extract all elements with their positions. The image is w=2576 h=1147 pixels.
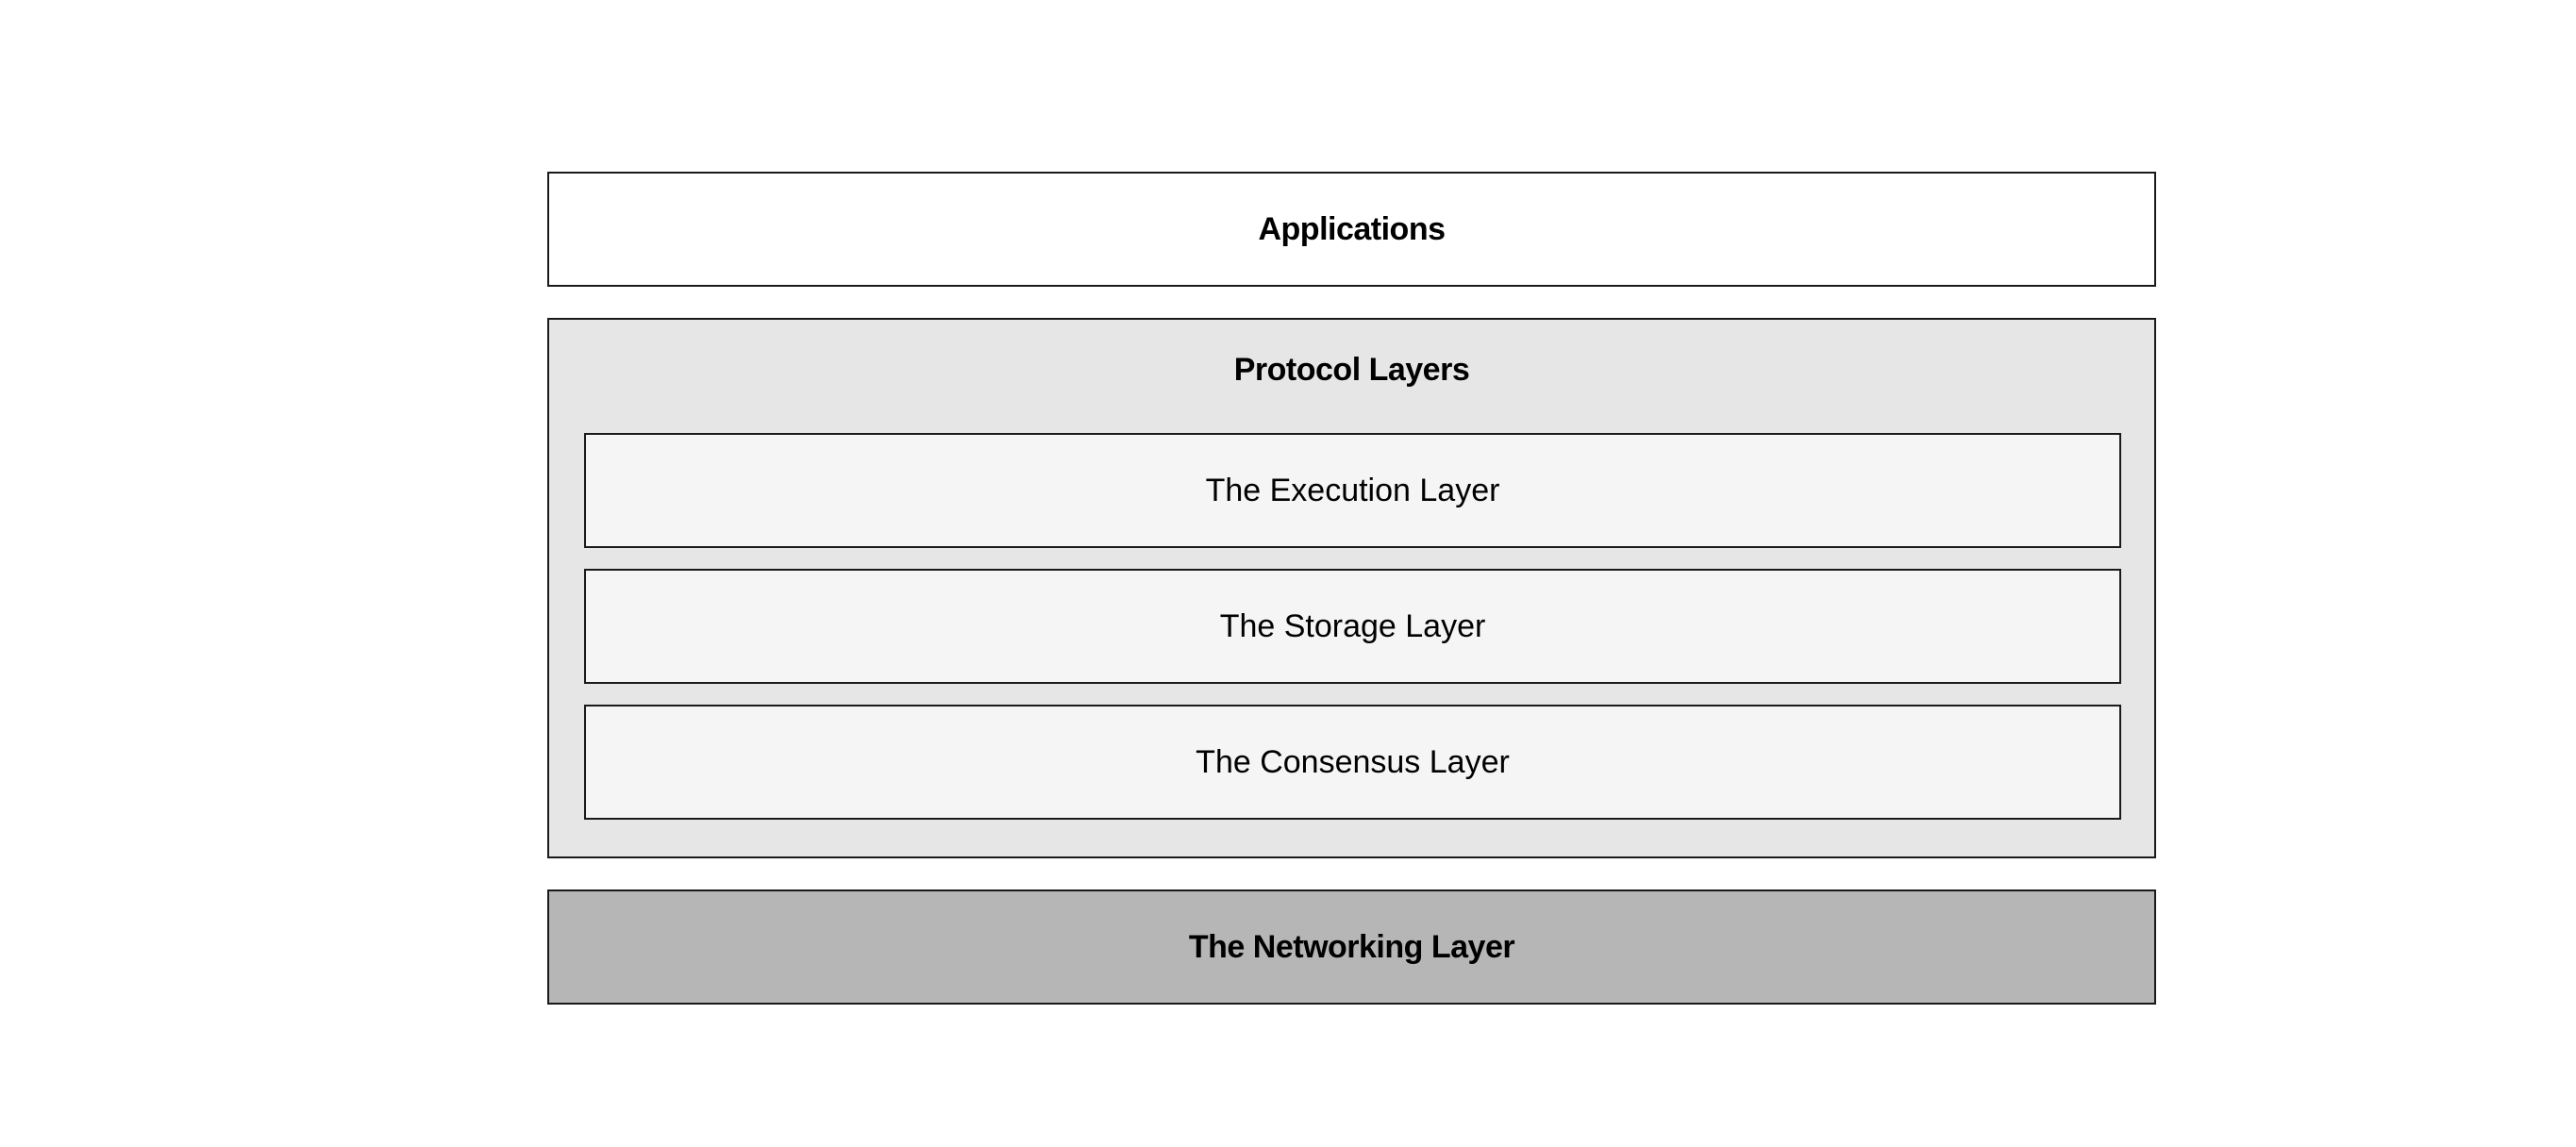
networking-layer-label: The Networking Layer xyxy=(1188,928,1515,965)
consensus-layer-box: The Consensus Layer xyxy=(584,705,2121,820)
protocol-layers-box: Protocol Layers The Execution Layer The … xyxy=(547,318,2156,858)
applications-box: Applications xyxy=(547,172,2156,287)
execution-layer-label: The Execution Layer xyxy=(1205,472,1500,508)
storage-layer-label: The Storage Layer xyxy=(1219,607,1486,644)
protocol-layers-title: Protocol Layers xyxy=(1233,352,1470,388)
consensus-layer-label: The Consensus Layer xyxy=(1196,743,1510,780)
applications-label: Applications xyxy=(1258,210,1446,247)
networking-layer-box: The Networking Layer xyxy=(547,889,2156,1005)
storage-layer-box: The Storage Layer xyxy=(584,569,2121,684)
execution-layer-box: The Execution Layer xyxy=(584,433,2121,548)
